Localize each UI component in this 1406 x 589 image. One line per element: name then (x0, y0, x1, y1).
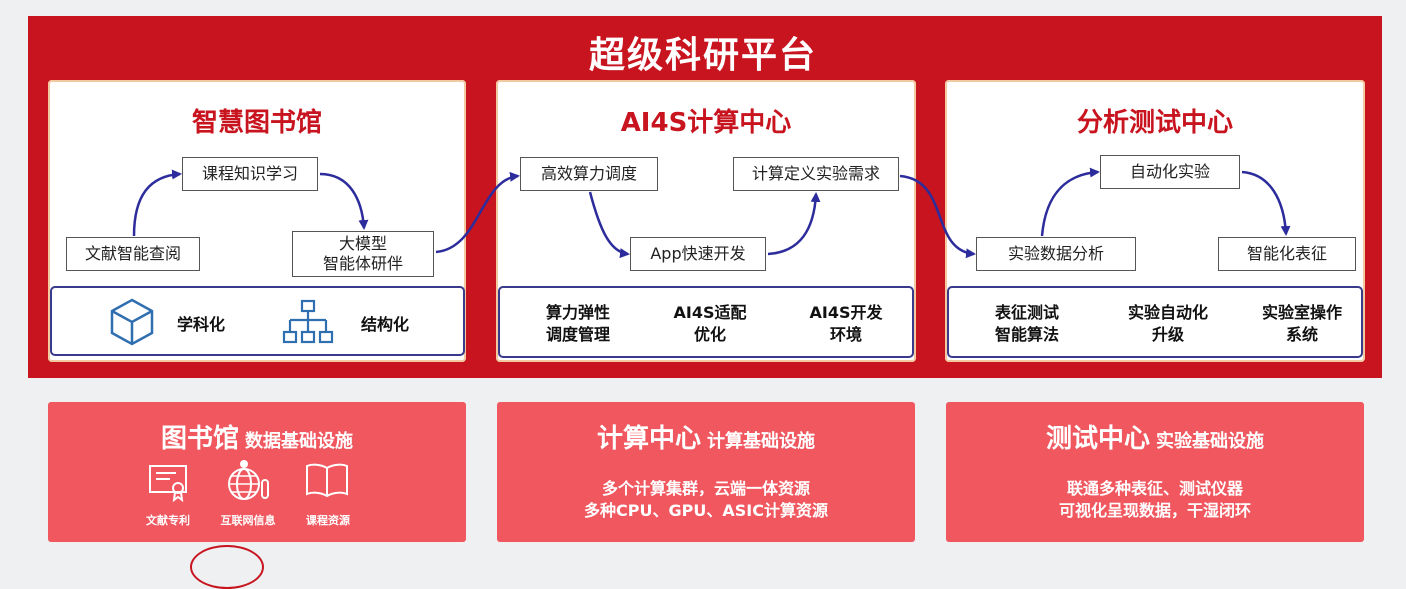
infra-library-title: 图书馆数据基础设施 (48, 418, 466, 455)
infra-testing-title: 测试中心实验基础设施 (946, 418, 1364, 455)
infra-library: 图书馆数据基础设施 (48, 402, 466, 542)
main-title: 超级科研平台 (588, 35, 817, 76)
feature-automation-upgrade: 实验自动化 升级 (1127, 303, 1208, 344)
feature-ai4s-dev-env: AI4S开发 环境 (809, 303, 883, 344)
icon-label-literature: 文献专利 (146, 514, 190, 527)
node-app-development: App快速开发 (630, 237, 766, 271)
infra-compute-line-1: 多个计算集群，云端一体资源 (601, 479, 810, 498)
infra-compute-line-2: 多种CPU、GPU、ASIC计算资源 (584, 501, 828, 520)
feature-ai4s-optimization: AI4S适配 优化 (673, 303, 747, 344)
icon-label-course: 课程资源 (306, 514, 350, 527)
infra-testing-title-small: 实验基础设施 (1156, 431, 1264, 452)
arrow-experiment-to-data (899, 174, 976, 259)
infra-testing-line-2: 可视化呈现数据，干湿闭环 (1058, 501, 1251, 520)
node-compute-defined-experiment: 计算定义实验需求 (733, 157, 899, 191)
seal-logo (190, 545, 264, 589)
feature-elastic-scheduling: 算力弹性 调度管理 (545, 303, 610, 344)
arrow-agent-to-scheduling (435, 171, 520, 254)
node-literature-search: 文献智能查阅 (66, 237, 200, 271)
icon-label-internet: 互联网信息 (220, 514, 276, 527)
infra-compute-title-big: 计算中心 (596, 424, 701, 454)
globe-person-icon (228, 460, 269, 500)
cube-icon (110, 298, 154, 346)
library-feature-strip (50, 286, 465, 356)
panel-title-ai4s: AI4S计算中心 (620, 108, 792, 138)
arrow-search-to-course (132, 169, 182, 237)
infra-testing-title-big: 测试中心 (1045, 424, 1150, 454)
analysis-feature-strip (947, 286, 1363, 358)
node-automated-experiment: 自动化实验 (1100, 155, 1240, 189)
flow-arrows (132, 167, 1291, 259)
node-experiment-data-analysis: 实验数据分析 (976, 237, 1136, 271)
node-course-learning: 课程知识学习 (182, 157, 318, 191)
panel-title-library: 智慧图书馆 (191, 108, 322, 138)
node-compute-scheduling: 高效算力调度 (520, 157, 658, 191)
node-intelligent-characterization: 智能化表征 (1218, 237, 1356, 271)
infra-compute-title-small: 计算基础设施 (707, 431, 815, 452)
certificate-icon (149, 465, 187, 502)
infra-library-title-big: 图书馆 (160, 424, 239, 454)
arrow-data-to-automation (1040, 167, 1100, 237)
infra-library-title-small: 数据基础设施 (245, 431, 353, 452)
arrow-course-to-agent (319, 172, 369, 230)
arrow-scheduling-to-app (588, 191, 630, 259)
arrow-automation-to-characterization (1241, 170, 1291, 236)
panel-title-analysis: 分析测试中心 (1076, 108, 1233, 138)
feature-testing-algorithm: 表征测试 智能算法 (994, 303, 1059, 344)
infra-compute: 计算中心计算基础设施 多个计算集群，云端一体资源 多种CPU、GPU、ASIC计… (497, 402, 915, 542)
infra-testing-line-1: 联通多种表征、测试仪器 (1066, 479, 1243, 498)
feature-structure: 结构化 (360, 315, 409, 334)
feature-lab-os: 实验室操作 系统 (1261, 303, 1342, 344)
infra-compute-title: 计算中心计算基础设施 (497, 418, 915, 455)
node-llm-agent: 大模型 智能体研伴 (292, 231, 434, 277)
arrow-app-to-experiment (767, 192, 821, 256)
ai4s-feature-strip (498, 286, 914, 358)
infra-testing: 测试中心实验基础设施 联通多种表征、测试仪器 可视化呈现数据，干湿闭环 (946, 402, 1364, 542)
book-icon (306, 463, 348, 498)
hierarchy-icon (282, 299, 334, 344)
feature-discipline: 学科化 (176, 315, 225, 334)
